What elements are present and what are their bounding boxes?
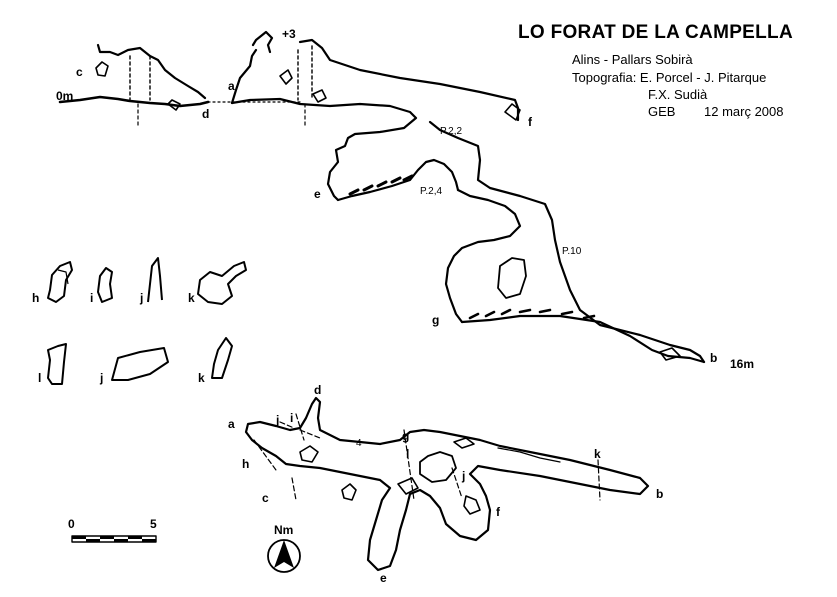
xsection-label: j <box>139 291 143 305</box>
scale-segment <box>114 539 128 542</box>
zero-level-label: 0m <box>56 89 73 103</box>
scale-segment <box>86 539 100 542</box>
north-label: Nm <box>274 523 293 537</box>
station-label: f <box>496 505 501 519</box>
survey-title: LO FORAT DE LA CAMPELLA <box>518 22 793 43</box>
station-label: i <box>290 411 293 425</box>
station-label: g <box>432 313 439 327</box>
scale-max-label: 5 <box>150 517 157 531</box>
scale-segment <box>100 536 114 539</box>
station-label: g <box>402 429 409 443</box>
xsection-label: i <box>90 291 93 305</box>
north-arrow-icon <box>267 539 301 573</box>
bottom-level-label: 16m <box>730 357 754 371</box>
section-view <box>58 30 706 364</box>
location-text: Alins - Pallars Sobirà <box>572 52 693 67</box>
plan-view <box>71 396 650 572</box>
cross-sections <box>47 257 247 385</box>
station-label: a <box>228 79 235 93</box>
top-level-label: +3 <box>282 27 296 41</box>
xsection-label: j <box>99 371 103 385</box>
survey-date: 12 març 2008 <box>704 104 784 119</box>
station-label: k <box>594 447 601 461</box>
xsection-label: h <box>32 291 39 305</box>
scale-bar-fills <box>72 536 156 542</box>
xsection-label: k <box>198 371 205 385</box>
station-label: c <box>262 491 269 505</box>
station-label: b <box>656 487 663 501</box>
pitch-label: P.10 <box>562 246 582 257</box>
station-label: j <box>461 469 465 483</box>
station-label: f <box>528 115 533 129</box>
scale-min-label: 0 <box>68 517 75 531</box>
xsection-label: l <box>38 371 41 385</box>
pitch-label: P.2,2 <box>440 126 462 137</box>
station-label: e <box>314 187 321 201</box>
station-label: d <box>202 107 209 121</box>
scale-segment <box>72 536 86 539</box>
station-label: h <box>242 457 249 471</box>
station-label: a <box>228 417 235 431</box>
xsection-label: k <box>188 291 195 305</box>
station-label: l <box>406 447 409 461</box>
station-label: c <box>76 65 83 79</box>
depth-mark: 4 <box>356 438 362 449</box>
station-label: j <box>275 413 279 427</box>
pitch-label: P.2,4 <box>420 186 442 197</box>
station-label: e <box>380 571 387 585</box>
scale-segment <box>142 539 156 542</box>
station-label: d <box>314 383 321 397</box>
second-author: F.X. Sudià <box>648 87 708 102</box>
station-label: b <box>710 351 717 365</box>
topography-credit: Topografia: E. Porcel - J. Pitarque <box>572 70 767 85</box>
organization: GEB <box>648 104 676 119</box>
scale-segment <box>128 536 142 539</box>
